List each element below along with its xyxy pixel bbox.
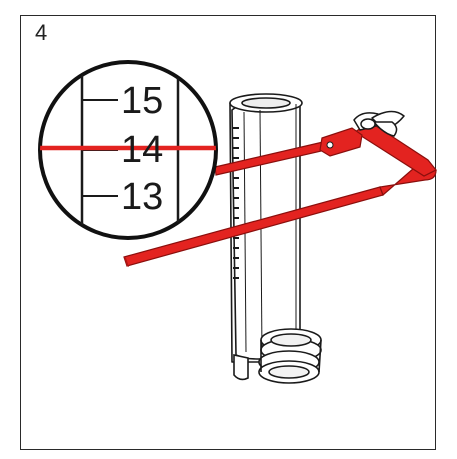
column-base <box>233 328 322 384</box>
height-gauge <box>123 121 437 267</box>
step-number: 4 <box>35 20 48 45</box>
scale-label-14: 14 <box>121 129 163 171</box>
magnifier: 15 14 13 <box>38 60 218 240</box>
scale-label-13: 13 <box>121 176 163 218</box>
wing-nut <box>353 110 405 137</box>
scale-label-15: 15 <box>121 80 163 122</box>
